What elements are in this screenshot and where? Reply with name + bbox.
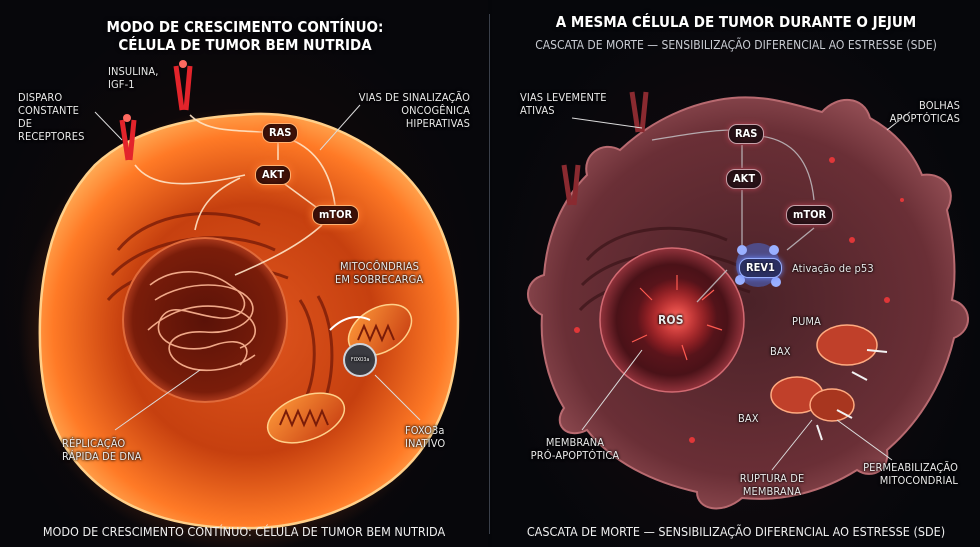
foxo-arrow	[329, 316, 371, 331]
leader-lines	[94, 104, 421, 431]
left-title-line-2: CÉLULA DE TUMOR BEM NUTRIDA	[118, 36, 372, 54]
node-akt: AKT	[255, 165, 292, 185]
dna-strands	[147, 271, 256, 372]
ros-burst	[637, 278, 717, 358]
label-permeabilization-2: MITOCONDRIAL	[879, 474, 958, 487]
label-receptors-4: RECEPTORES	[18, 130, 85, 143]
label-rupture-2: MEMBRANA	[742, 485, 802, 498]
label-pathways-1: VIAS DE SINALIZAÇÃO	[358, 91, 470, 104]
blebbing-cell-membrane	[527, 96, 969, 510]
right-panel-fasting-cell: A MESMA CÉLULA DE TUMOR DURANTE O JEJUM …	[492, 0, 980, 547]
right-subtitle: CASCATA DE MORTE — SENSIBILIZAÇÃO DIFERE…	[535, 38, 937, 52]
label-pathways-3: HIPERATIVAS	[405, 117, 470, 130]
foxo3a-badge-text: FOXO3a	[351, 357, 370, 363]
label-igf1: IGF-1	[108, 78, 135, 91]
label-blebs-1: BOLHAS	[919, 99, 960, 112]
scattered-damage	[574, 157, 904, 443]
node-rev1: REV1	[739, 258, 782, 278]
label-rupture-1: RUPTURA DE	[739, 472, 805, 485]
label-receptors-1: DISPARO	[18, 91, 63, 104]
label-pathways-weak-1: VIAS LEVEMENTE	[520, 91, 607, 104]
insulin-receptors	[119, 60, 193, 161]
label-insulin: INSULINA,	[108, 65, 159, 78]
label-puma: PUMA	[792, 315, 821, 328]
receptors-faded	[561, 91, 649, 206]
left-title-line-1: MODO DE CRESCIMENTO CONTÍNUO:	[106, 18, 384, 36]
weak-signal-arrows	[651, 129, 815, 303]
label-receptors-2: CONSTANTE	[18, 104, 79, 117]
fasting-cell-illustration	[527, 91, 969, 510]
left-footer-caption: MODO DE CRESCIMENTO CONTÍNUO: CÉLULA DE …	[42, 524, 446, 539]
label-bax-1: BAX	[770, 345, 791, 358]
panel-divider	[489, 14, 490, 534]
label-ros: ROS	[658, 313, 684, 327]
signal-arrows	[134, 114, 336, 276]
node-akt-weak: AKT	[726, 169, 763, 189]
node-ras: RAS	[262, 123, 299, 143]
node-mtor-weak: mTOR	[786, 205, 834, 225]
node-ras-weak: RAS	[728, 124, 765, 144]
bax-arrows	[816, 349, 888, 441]
label-dna-2: RÁPIDA DE DNA	[62, 450, 142, 463]
node-mtor: mTOR	[312, 205, 360, 225]
label-blebs-2: APOPTÓTICAS	[889, 112, 960, 125]
label-receptors-3: DE	[18, 117, 33, 130]
label-foxo-1: FOXO3a	[405, 424, 445, 437]
left-panel-fed-cell: MODO DE CRESCIMENTO CONTÍNUO: CÉLULA DE …	[0, 0, 488, 547]
label-membrane-2: PRÓ-APOPTÓTICA	[530, 449, 620, 462]
ros-sparks	[631, 275, 723, 361]
label-mito-1: MITOCÔNDRIAS	[340, 260, 420, 273]
label-permeabilization-1: PERMEABILIZAÇÃO	[863, 461, 958, 474]
label-bax-2: BAX	[738, 412, 759, 425]
label-dna-1: RÉPLICAÇÃO	[62, 437, 126, 450]
label-mito-2: EM SOBRECARGA	[335, 273, 424, 286]
label-pathways-2: ONCOGÊNICA	[401, 104, 470, 117]
label-foxo-2: INATIVO	[405, 437, 446, 450]
right-title: A MESMA CÉLULA DE TUMOR DURANTE O JEJUM	[555, 13, 917, 31]
label-p53-activation: Ativação de p53	[792, 262, 874, 275]
right-leader-lines	[571, 111, 911, 471]
label-pathways-weak-2: ATIVAS	[520, 104, 555, 117]
foxo3a-inactive-icon	[343, 343, 377, 377]
right-footer-caption: CASCATA DE MORTE — SENSIBILIZAÇÃO DIFERE…	[526, 524, 946, 539]
label-membrane-1: MEMBRANA	[545, 436, 605, 449]
